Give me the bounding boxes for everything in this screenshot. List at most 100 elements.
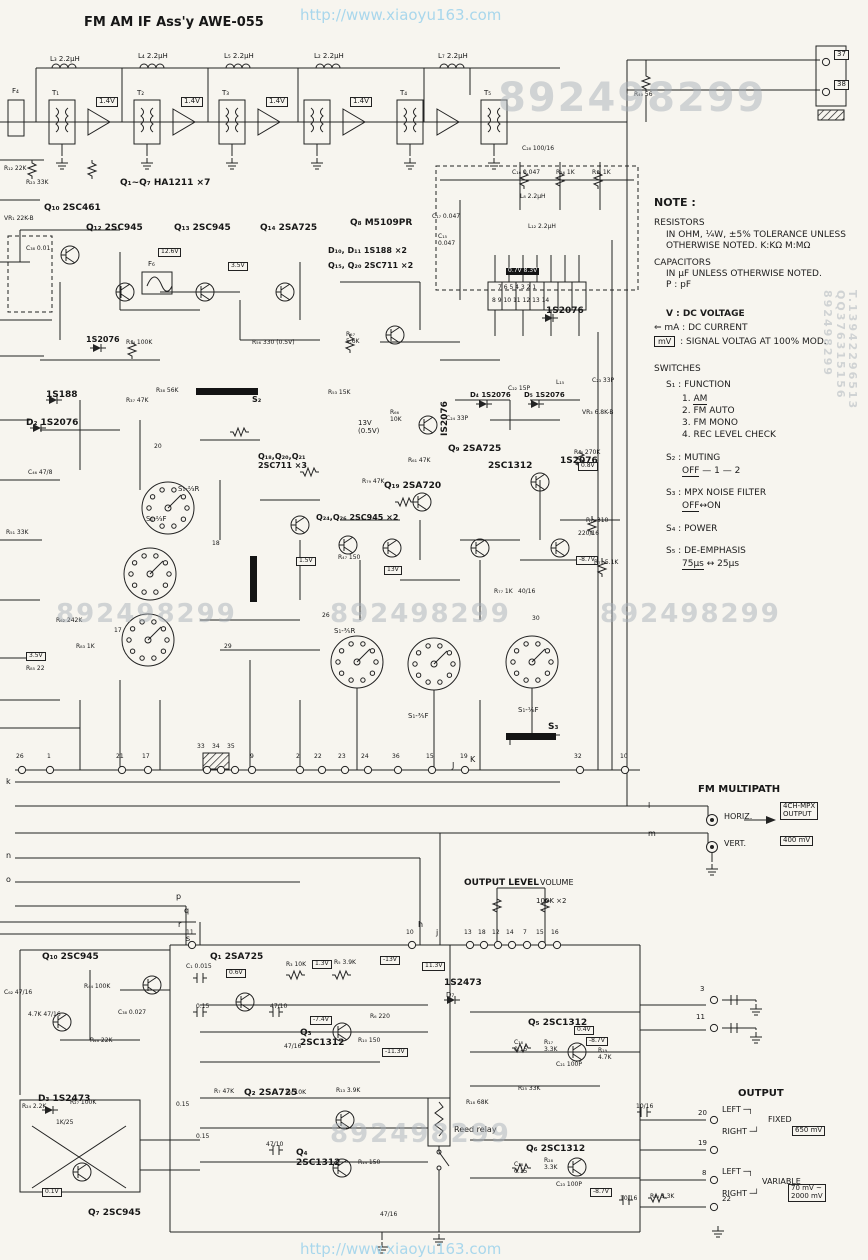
output-fixed-level: 650 mV: [792, 1126, 826, 1136]
component-label: C₁₇ 0.047: [432, 213, 461, 220]
component-label: 15: [426, 753, 434, 760]
volume-label: VOLUME: [540, 878, 574, 887]
component-label: Q₆ 2SC1312: [526, 1144, 586, 1154]
component-label: L₁₂ 2.2μH: [528, 223, 556, 230]
component-label: R₇ 47K: [214, 1088, 235, 1095]
component-label: 15: [536, 929, 544, 936]
component-label: D₄ 1S2076: [470, 391, 511, 399]
component-label: C₂₄ 33P: [446, 415, 469, 422]
component-label: 33: [197, 743, 205, 750]
component-label: R₁₂ 22K: [4, 165, 27, 172]
component-label: 18: [212, 540, 220, 547]
component-label: 3.5V: [26, 652, 46, 661]
note-line: NOTE :: [654, 196, 696, 209]
output-variable-level: 70 mV ~ 2000 mV: [788, 1184, 826, 1202]
component-label: 892498299: [600, 599, 781, 629]
component-label: R₂₄ 2.2K: [22, 1103, 47, 1110]
component-label: R₃ 10K: [286, 961, 307, 968]
component-label: o: [6, 875, 11, 884]
component-label: 1.4V: [266, 97, 288, 107]
component-label: S₁-⅙F: [518, 706, 539, 714]
component-label: 3.5V: [228, 262, 248, 271]
note-line: CAPACITORS: [654, 257, 711, 268]
component-label: 21: [116, 753, 124, 760]
component-label: h: [418, 920, 424, 929]
component-label: C₂₈ 100/16: [522, 145, 555, 152]
component-label: R₁₅ 1K: [592, 169, 611, 176]
component-label: 24: [361, 753, 369, 760]
note-line: 1. AM: [682, 393, 708, 405]
component-label: Q₁₅, Q₂₀ 2SC711 ×2: [328, 261, 414, 270]
watermark-url-bottom: http://www.xiaoyu163.com: [300, 1240, 502, 1258]
component-label: 10/16: [620, 1195, 638, 1202]
output-variable-left: LEFT ─┐: [722, 1167, 754, 1176]
component-label: R₄₄ 100K: [84, 983, 111, 990]
note-line: ⇐ mA : DC CURRENT: [654, 322, 748, 333]
component-label: R₅ 3.9K: [334, 959, 356, 966]
component-label: R₇₇ 1K: [494, 588, 513, 595]
component-label: s: [186, 934, 191, 943]
component-label: 1S2473: [444, 978, 482, 988]
component-label: R₇₅ 5.1K: [594, 559, 619, 566]
component-label: L₃ 2.2μH: [50, 55, 80, 63]
note-line: 3. FM MONO: [682, 418, 738, 428]
component-label: 47/10: [270, 1003, 288, 1010]
component-label: R₆₈ 270K: [574, 449, 601, 456]
component-label: R₂₃ 33K: [26, 179, 49, 186]
note-line: OTHERWISE NOTED. K:KΩ M:MΩ: [666, 241, 811, 252]
component-label: L₄ 2.2μH: [138, 52, 168, 60]
component-label: C₂₂ 15P: [508, 385, 531, 392]
note-line: IN OHM, ¼W, ±5% TOLERANCE UNLESS: [666, 230, 846, 240]
fm-multipath-level: 400 mV: [780, 836, 814, 846]
component-label: R₁₀ 150: [358, 1037, 381, 1044]
component-label: Q₈ M5109PR: [350, 218, 413, 228]
component-label: VR₃ 6.8K-B: [582, 409, 614, 416]
component-label: 38: [834, 80, 849, 90]
output-fixed-right: RIGHT ─┘: [722, 1127, 760, 1136]
note-line: V : DC VOLTAGE: [666, 309, 745, 320]
component-label: Q₁ 2SA725: [210, 952, 264, 962]
component-label: 40/16: [518, 588, 536, 595]
component-label: 1.5V: [296, 557, 316, 566]
component-label: R₁₄ 150: [358, 1159, 381, 1166]
component-label: S₁-⅗R: [334, 627, 356, 635]
component-label: l: [648, 801, 651, 810]
component-label: 29: [224, 643, 232, 650]
component-label: p: [176, 892, 182, 901]
component-label: 30: [532, 615, 540, 622]
component-label: T₁: [52, 89, 60, 97]
component-label: L₁₅: [556, 379, 565, 386]
component-label: 12: [492, 929, 500, 936]
component-label: R₆₁ 47K: [408, 457, 431, 464]
note-line: 75μs ↔ 25μs: [682, 559, 740, 570]
component-label: 20: [154, 443, 162, 450]
component-label: S₁-⅗F: [408, 712, 429, 720]
note-line: S₄ : POWER: [666, 523, 718, 534]
component-label: 8 9 10 11 12 13 14: [492, 297, 550, 304]
component-label: -8.7V: [576, 556, 598, 565]
component-label: C₃₈ 0.01: [26, 245, 51, 252]
note-line: mV : SIGNAL VOLTAG AT 100% MOD.: [654, 335, 866, 348]
component-label: 23: [338, 753, 346, 760]
component-label: 37: [834, 50, 849, 60]
component-label: 1: [47, 753, 51, 760]
component-label: j: [436, 928, 439, 937]
output-variable-label: VARIABLE: [762, 1177, 801, 1186]
component-label: T₅: [484, 89, 492, 97]
component-label: D₇: [446, 991, 455, 999]
component-label: S₃: [548, 722, 559, 732]
component-label: 10: [406, 929, 414, 936]
component-label: 1S2076: [546, 306, 584, 316]
component-label: 3: [700, 985, 705, 993]
note-line: OFF — 1 — 2: [682, 465, 741, 477]
component-label: R₆₆ 10K: [390, 409, 402, 423]
component-label: -11.3V: [382, 1048, 408, 1057]
component-label: r: [178, 920, 182, 929]
component-label: 36: [392, 753, 400, 760]
note-line: S₁ : FUNCTION: [666, 380, 731, 391]
component-label: -8.7V: [590, 1188, 612, 1197]
component-label: Q₁₄ 2SA725: [260, 223, 318, 233]
component-label: -8.7V: [586, 1037, 608, 1046]
component-label: J: [452, 761, 455, 770]
